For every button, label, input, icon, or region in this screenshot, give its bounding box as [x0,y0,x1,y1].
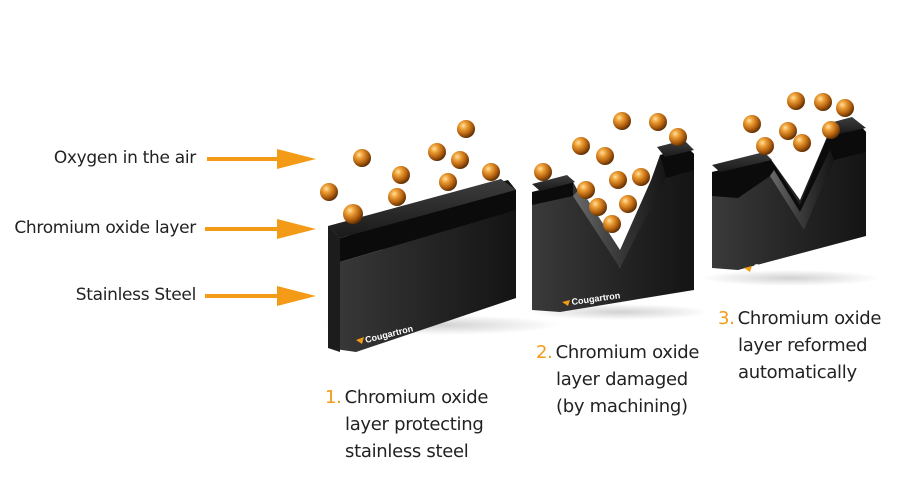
oxygen-sphere [451,151,469,169]
oxygen-sphere [822,121,840,139]
arrow-steel [205,286,316,306]
oxide-layer-3 [712,123,866,230]
caption-1-number: 1. [325,387,342,408]
caption-2-line-2: layer damaged [556,369,688,390]
steel-block-3 [712,117,866,270]
caption-2: 2.Chromium oxide layer damaged (by machi… [536,339,699,420]
oxygen-sphere [619,195,637,213]
oxygen-sphere [589,198,607,216]
oxygen-sphere [534,163,552,181]
oxygen-sphere [482,163,500,181]
oxygen-sphere [632,168,650,186]
oxygen-sphere [428,143,446,161]
oxide-layer-2a [532,182,573,205]
caption-1-line-3: stainless steel [345,441,469,462]
caption-3-line-3: automatically [738,362,857,383]
label-oxygen: Oxygen in the air [53,148,196,168]
caption-2-line-3: (by machining) [556,396,688,417]
oxygen-sphere [756,137,774,155]
oxygen-sphere [814,93,832,111]
notch-3 [770,150,834,230]
label-steel: Stainless Steel [75,285,197,305]
caption-1-line-2: layer protecting [345,414,484,435]
caption-3-number: 3. [718,308,735,329]
block-3-shadow [700,270,880,286]
caption-2-number: 2. [536,342,553,363]
oxygen-sphere [439,173,457,191]
oxygen-sphere [743,115,761,133]
oxygen-sphere [596,147,614,165]
steel-block-1 [328,179,516,352]
arrow-oxide-layer [205,219,316,239]
oxygen-sphere [649,113,667,131]
oxygen-sphere [388,188,406,206]
oxygen-sphere [793,134,811,152]
notch-2 [573,160,666,268]
oxygen-sphere [779,122,797,140]
oxygen-sphere [320,183,338,201]
caption-1: 1.Chromium oxide layer protecting stainl… [325,384,488,465]
oxygen-sphere [572,137,590,155]
oxygen-sphere [457,120,475,138]
label-oxide-layer: Chromium oxide layer [14,218,196,238]
oxygen-sphere [609,171,627,189]
oxide-layer-1 [328,190,516,262]
oxygen-sphere [603,215,621,233]
steel-block-2 [532,140,694,312]
oxygen-molecules [320,92,854,233]
caption-2-line-1: Chromium oxide [555,342,700,363]
caption-3-line-1: Chromium oxide [737,308,882,329]
oxygen-sphere [836,99,854,117]
oxygen-sphere [787,92,805,110]
caption-1-line-1: Chromium oxide [344,387,489,408]
arrow-oxygen [207,149,316,169]
oxygen-sphere [669,128,687,146]
caption-3: 3.Chromium oxide layer reformed automati… [718,305,881,386]
caption-3-line-2: layer reformed [738,335,868,356]
oxygen-sphere [343,204,363,224]
oxygen-sphere [353,149,371,167]
oxygen-sphere [613,112,631,130]
oxygen-sphere [392,166,410,184]
oxygen-sphere [577,181,595,199]
